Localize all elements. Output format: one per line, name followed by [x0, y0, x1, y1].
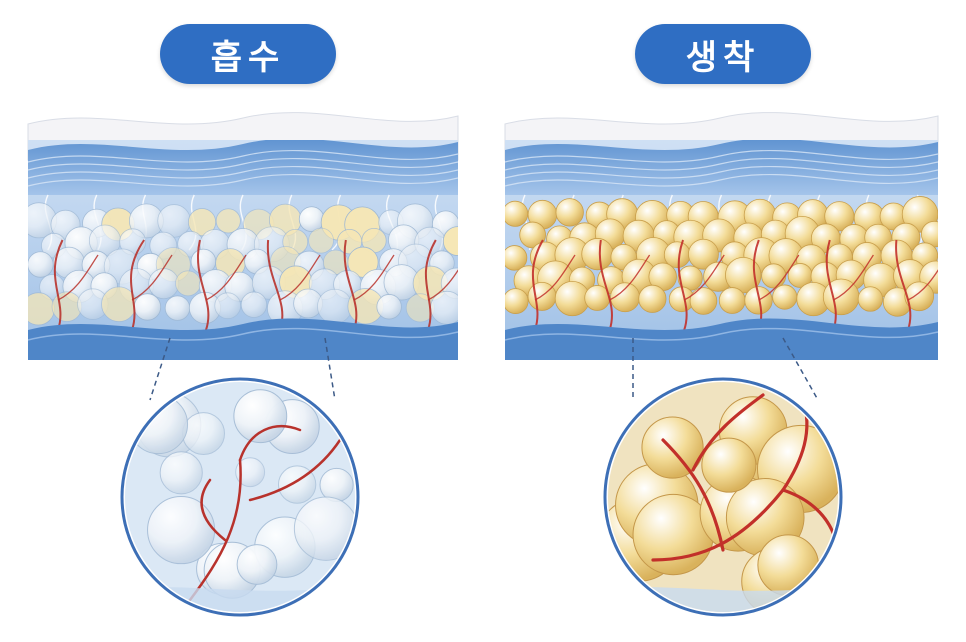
engraftment-illustration — [504, 112, 939, 617]
engraftment-panel: 생착 — [483, 0, 966, 642]
engraftment-title: 생착 — [635, 24, 811, 84]
absorption-title: 흡수 — [160, 24, 336, 84]
absorption-illustration — [27, 112, 459, 617]
absorption-panel: 흡수 — [27, 24, 459, 617]
